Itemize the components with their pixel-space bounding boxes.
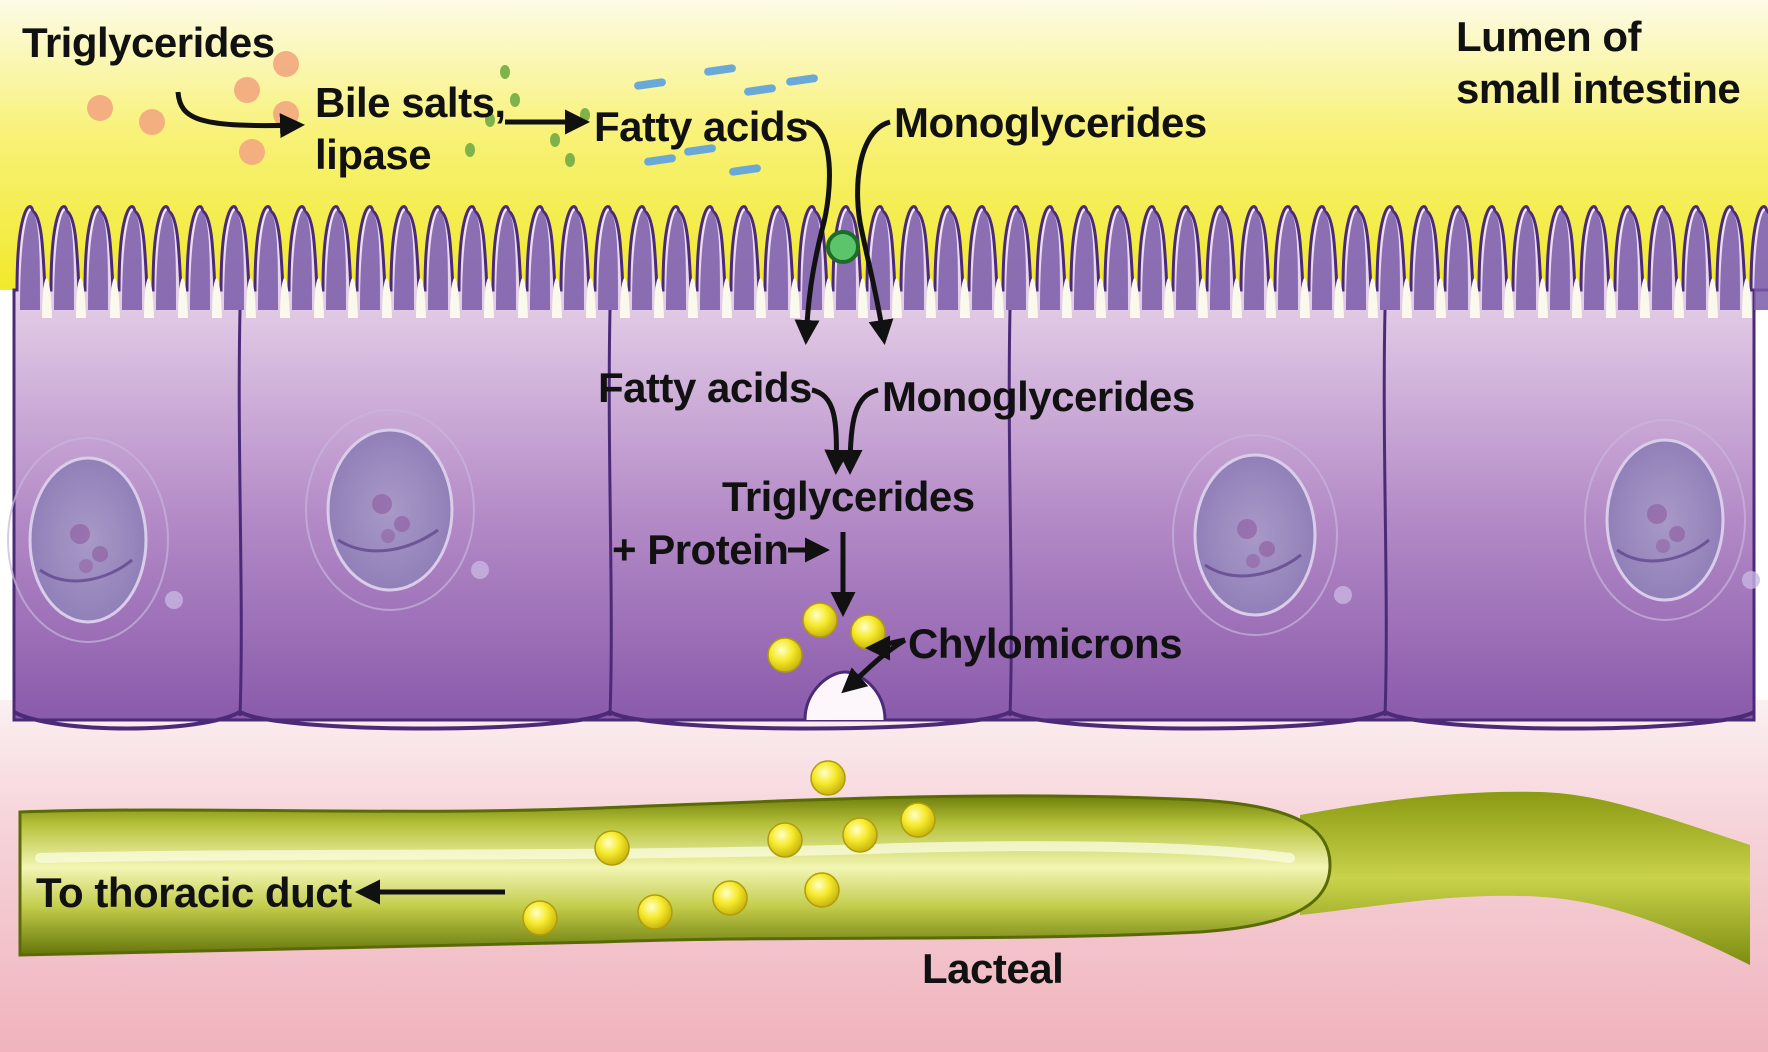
triglyceride-droplet: [87, 95, 113, 121]
chylomicron-icon: [595, 831, 629, 865]
label-triglycerides-lumen: Triglycerides: [22, 18, 275, 68]
label-fatty-acids-cell: Fatty acids: [598, 363, 812, 413]
nucleolus: [70, 524, 90, 544]
nucleolus: [381, 529, 395, 543]
triglyceride-droplet: [139, 109, 165, 135]
chylomicron-icon: [803, 603, 837, 637]
chylomicron-icon: [805, 873, 839, 907]
bile-salt-particle: [550, 133, 560, 147]
chylomicron-icon: [523, 901, 557, 935]
vesicle: [471, 561, 489, 579]
nucleolus: [1237, 519, 1257, 539]
label-lipase: lipase: [315, 130, 431, 180]
bile-salt-particle: [565, 153, 575, 167]
nucleolus: [1259, 541, 1275, 557]
label-protein: + Protein: [612, 525, 788, 575]
triglyceride-droplet: [273, 51, 299, 77]
chylomicron-icon: [901, 803, 935, 837]
membrane-transporter-icon: [828, 232, 858, 262]
nucleolus: [1246, 554, 1260, 568]
chylomicron-icon: [768, 638, 802, 672]
bile-salt-particle: [465, 143, 475, 157]
nucleolus: [1647, 504, 1667, 524]
nucleolus: [79, 559, 93, 573]
bile-salt-particle: [500, 65, 510, 79]
label-bile-salts: Bile salts,: [315, 78, 506, 128]
triglyceride-droplet: [234, 77, 260, 103]
label-fatty-acids-lumen: Fatty acids: [594, 102, 808, 152]
chylomicron-icon: [843, 818, 877, 852]
nucleolus: [92, 546, 108, 562]
vesicle: [1742, 571, 1760, 589]
label-chylomicrons: Chylomicrons: [908, 619, 1182, 669]
label-monoglycerides-cell: Monoglycerides: [882, 372, 1195, 422]
label-lumen-line1: Lumen of: [1456, 12, 1641, 62]
vesicle: [165, 591, 183, 609]
label-lacteal: Lacteal: [922, 944, 1063, 994]
triglyceride-droplet: [239, 139, 265, 165]
chylomicron-icon: [811, 761, 845, 795]
label-triglycerides-cell: Triglycerides: [722, 472, 975, 522]
nucleolus: [1669, 526, 1685, 542]
label-to-thoracic-duct: To thoracic duct: [36, 868, 352, 918]
bile-salt-particle: [510, 93, 520, 107]
chylomicron-icon: [638, 895, 672, 929]
nucleolus: [372, 494, 392, 514]
nucleolus: [394, 516, 410, 532]
vesicle: [1334, 586, 1352, 604]
label-monoglycerides-lumen: Monoglycerides: [894, 98, 1207, 148]
chylomicron-icon: [713, 881, 747, 915]
chylomicron-icon: [768, 823, 802, 857]
nucleolus: [1656, 539, 1670, 553]
label-lumen-line2: small intestine: [1456, 64, 1740, 114]
